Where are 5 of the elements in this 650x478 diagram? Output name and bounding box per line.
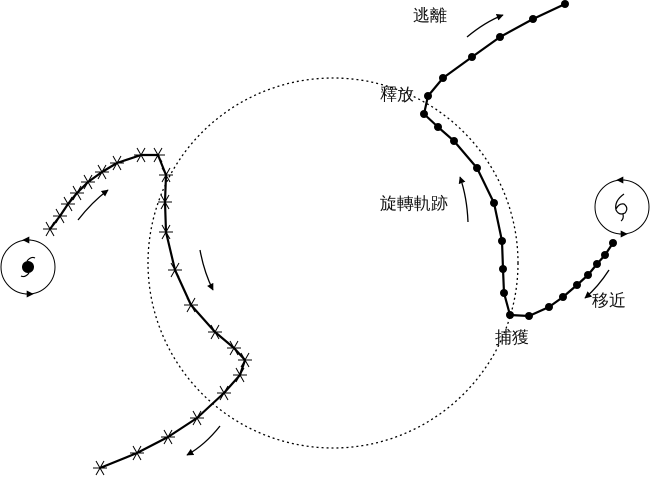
track-label: 捕獲 — [495, 329, 529, 348]
track-label: 旋轉軌跡 — [380, 195, 448, 214]
track-label: 釋放 — [380, 86, 414, 105]
track-label: 移近 — [592, 292, 626, 311]
track-label: 逃離 — [413, 7, 447, 26]
